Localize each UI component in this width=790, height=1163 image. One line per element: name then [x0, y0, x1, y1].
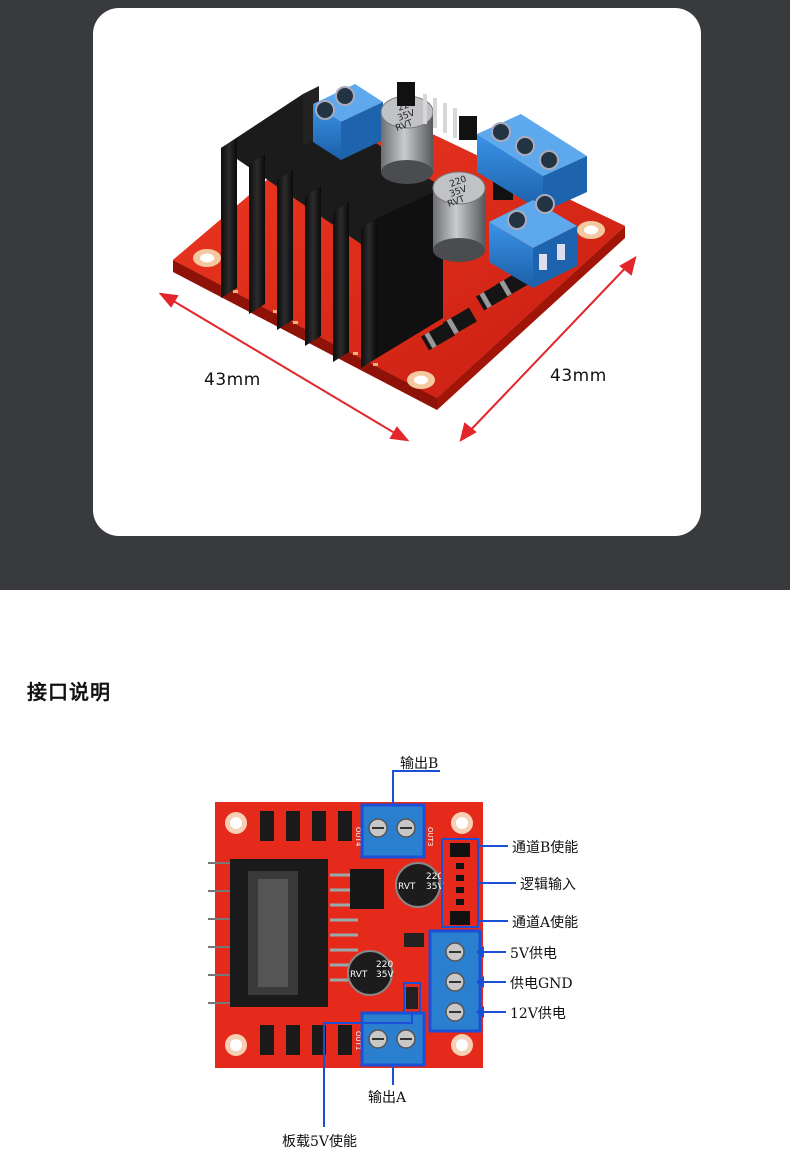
mounting-hole [225, 812, 247, 834]
callout-output-b: 输出B [400, 756, 439, 772]
callout-output-a: 输出A [368, 1090, 407, 1106]
smd-diodes-top [260, 811, 352, 841]
svg-text:35V: 35V [426, 882, 444, 892]
smd-diodes [421, 269, 530, 351]
callout-onboard-5v-enable: 板载5V使能 [282, 1134, 358, 1150]
svg-text:RVT: RVT [350, 970, 368, 980]
mounting-hole [407, 371, 435, 389]
width-dimension-label: 43mm [204, 370, 261, 390]
onboard-5v-jumper [406, 987, 418, 1009]
dimension-arrow-right [459, 255, 637, 443]
callout-channel-a-enable: 通道A使能 [512, 915, 579, 931]
mounting-hole [451, 812, 473, 834]
mounting-hole [225, 1034, 247, 1056]
voltage-regulator [350, 869, 384, 909]
mounting-hole [577, 221, 605, 239]
terminal-block-out-b [313, 84, 383, 160]
callout-power-gnd: 供电GND [510, 976, 573, 992]
silk-out4: OUT4 [354, 827, 362, 847]
callout-channel-b-enable: 通道B使能 [512, 840, 579, 856]
module-photo-illustration: 220 35V RVT 220 35V RVT [158, 82, 637, 443]
svg-text:RVT: RVT [398, 882, 416, 892]
interface-diagram: OUT4 OUT3 OUT1 220 35V [190, 745, 610, 1155]
callout-arrowheads [476, 946, 484, 1018]
terminal-out-a [360, 1011, 426, 1067]
heatsink-top-view [208, 859, 358, 1007]
mounting-hole [451, 1034, 473, 1056]
product-photo-card: 220 35V RVT 220 35V RVT [93, 8, 701, 536]
terminal-power [428, 929, 482, 1033]
smd-diodes-bottom [260, 1025, 352, 1055]
dimension-arrow-left [158, 292, 410, 442]
module-top-view: OUT4 OUT3 OUT1 220 35V [208, 770, 516, 1127]
silk-out1: OUT1 [354, 1031, 362, 1050]
top-banner: 220 35V RVT 220 35V RVT [0, 0, 790, 590]
callout-leaders [323, 770, 516, 1127]
electrolytic-capacitor: 220 35V RVT [380, 95, 434, 184]
depth-dimension-label: 43mm [550, 366, 607, 386]
callout-power-12v: 12V供电 [510, 1006, 566, 1022]
terminal-out-b [360, 803, 426, 859]
terminal-block-out-a [489, 194, 577, 288]
silk-out3: OUT3 [426, 827, 434, 846]
callout-power-5v: 5V供电 [510, 946, 558, 962]
capacitor-top: 220 35V RVT [395, 862, 444, 908]
svg-text:220: 220 [376, 960, 393, 970]
capacitor-bottom: 220 35V RVT [347, 950, 394, 996]
mounting-hole [193, 249, 221, 267]
smd-component [404, 933, 424, 947]
section-title: 接口说明 [27, 680, 111, 704]
svg-text:35V: 35V [376, 970, 394, 980]
svg-text:220: 220 [426, 872, 443, 882]
terminal-block-power [477, 114, 587, 212]
electrolytic-capacitor: 220 35V RVT [432, 171, 486, 262]
callout-logic-input: 逻辑输入 [520, 877, 576, 893]
